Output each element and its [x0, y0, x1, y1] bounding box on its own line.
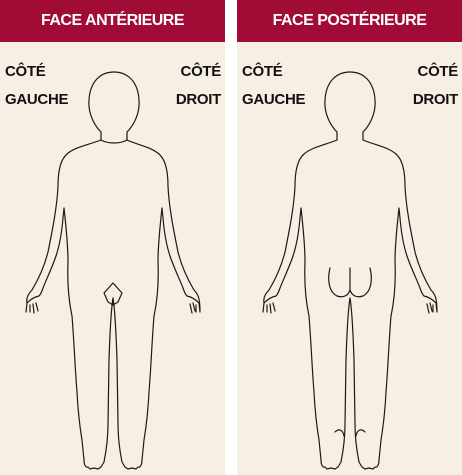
front-head-outline [89, 72, 139, 132]
back-right-heel-outline [356, 430, 365, 436]
back-silhouette [263, 140, 437, 469]
back-head-outline [325, 72, 375, 132]
front-view-title: FACE ANTÉRIEURE [0, 0, 225, 42]
front-body-outline [0, 42, 225, 475]
back-body-outline [237, 42, 462, 475]
back-view-title: FACE POSTÉRIEURE [237, 0, 462, 42]
front-view-panel: FACE ANTÉRIEURE CÔTÉ GAUCHE CÔTÉ DROIT [0, 0, 225, 475]
back-view-panel: FACE POSTÉRIEURE CÔTÉ GAUCHE CÔTÉ DROIT [237, 0, 462, 475]
front-neck-outline [101, 132, 127, 140]
back-neck-outline [337, 132, 363, 140]
front-collar-line [101, 140, 127, 143]
back-left-heel-outline [335, 430, 344, 436]
